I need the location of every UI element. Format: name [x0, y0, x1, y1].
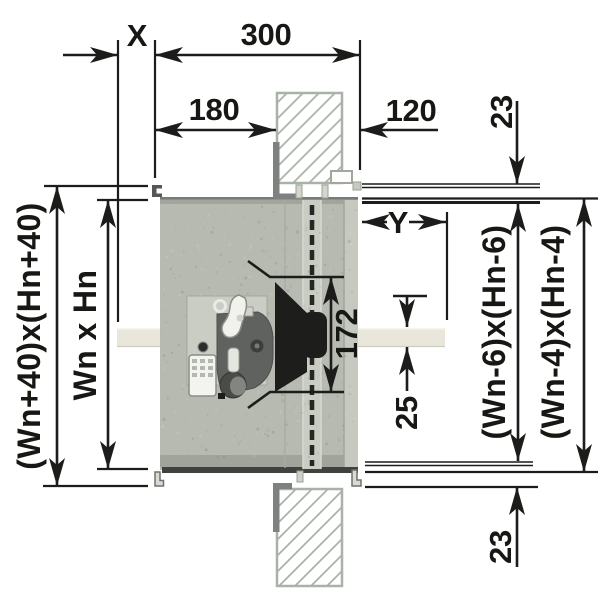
arrow-180-left — [155, 122, 183, 138]
box-lip-top-right — [330, 170, 353, 184]
channel-entry-tab-left — [295, 184, 303, 199]
arrow-23top-down — [509, 156, 525, 184]
arrow-25-up — [399, 347, 415, 375]
label-size-fabric: (Wn-6)x(Hn-6) — [476, 225, 512, 440]
terminal-grid — [192, 359, 213, 377]
panel-bottom-edge — [162, 467, 358, 473]
arrow-fabric-top — [510, 204, 526, 232]
label-23-bottom: 23 — [483, 530, 518, 564]
lever-foot — [227, 347, 240, 373]
arrow-clearance-bottom — [576, 444, 592, 472]
dimension-arrows — [49, 47, 592, 515]
ref-lines-thin — [362, 183, 540, 467]
fabric-cone — [275, 282, 327, 392]
arrow-clearance-top — [576, 199, 592, 227]
wall-bottom-hatch — [276, 488, 343, 587]
label-size-outer: (Wn+40)x(Hn+40) — [11, 202, 47, 469]
lever-hole — [236, 314, 244, 322]
eyelet-ring — [213, 299, 227, 313]
pivot-screw-center — [254, 343, 260, 349]
wall-bottom-outline — [275, 487, 344, 588]
release-lever — [221, 294, 248, 339]
arrow-outer-bottom — [49, 458, 65, 486]
arrow-y-right — [418, 214, 446, 230]
cap-bottom-left — [154, 471, 165, 487]
label-23-top: 23 — [484, 95, 519, 129]
panel-top-shadow — [160, 197, 358, 204]
extension-lines — [43, 40, 598, 489]
label-size-nominal: Wn x Hn — [67, 270, 103, 401]
wall-top-angle-bracket — [273, 142, 296, 200]
wall-top-outline — [275, 91, 344, 185]
arrow-nominal-top — [100, 200, 116, 228]
wall-top — [273, 91, 344, 200]
label-x: X — [127, 18, 148, 53]
arrow-fabric-bottom — [510, 433, 526, 461]
roller-tube-inner — [230, 376, 246, 396]
arrow-nominal-bottom — [100, 441, 116, 469]
panel-right-column — [344, 200, 358, 467]
motor-unit — [186, 294, 274, 399]
label-180: 180 — [189, 92, 240, 127]
channel-entry-tab-right — [321, 184, 329, 199]
label-y: Y — [388, 205, 409, 240]
label-120: 120 — [386, 93, 437, 128]
dimension-lines — [43, 40, 598, 567]
panel-bottom-shade — [160, 455, 358, 467]
arrow-300-right — [332, 47, 360, 63]
arrow-25-down — [399, 299, 415, 327]
cap-bottom-right — [351, 469, 362, 487]
arrow-23bottom-up — [509, 487, 525, 515]
arrow-x-right — [90, 47, 118, 63]
fabric-cone-body — [275, 282, 307, 392]
arrow-172-down — [323, 364, 339, 392]
arrow-outer-top — [49, 186, 65, 214]
arrow-180-right — [248, 122, 276, 138]
dimension-labels: X 300 180 120 Y 23 23 25 172 (Wn+40)x(Hn… — [11, 17, 571, 564]
cap-top-right — [352, 181, 362, 191]
sill-right — [358, 328, 445, 347]
end-caps — [152, 170, 362, 487]
label-size-clearance: (Wn-4)x(Hn-4) — [535, 225, 571, 440]
wall-bottom-angle-bracket — [273, 483, 292, 532]
label-300: 300 — [241, 17, 292, 52]
sill-left — [117, 328, 160, 347]
channel-exit-tab — [296, 470, 304, 483]
motor-foot-block — [218, 393, 225, 399]
window-sill — [117, 328, 445, 348]
arrow-y-left — [362, 214, 390, 230]
fabric-roll-nub — [302, 312, 327, 358]
label-172: 172 — [329, 309, 364, 360]
arrow-120-left — [360, 122, 388, 138]
left-screw — [197, 341, 209, 353]
wall-bottom — [273, 483, 344, 588]
panel-top-edge — [160, 197, 358, 200]
cap-top-left — [152, 185, 162, 197]
arrow-172-up — [323, 277, 339, 305]
label-25: 25 — [389, 396, 424, 430]
arrow-300-left — [155, 47, 183, 63]
